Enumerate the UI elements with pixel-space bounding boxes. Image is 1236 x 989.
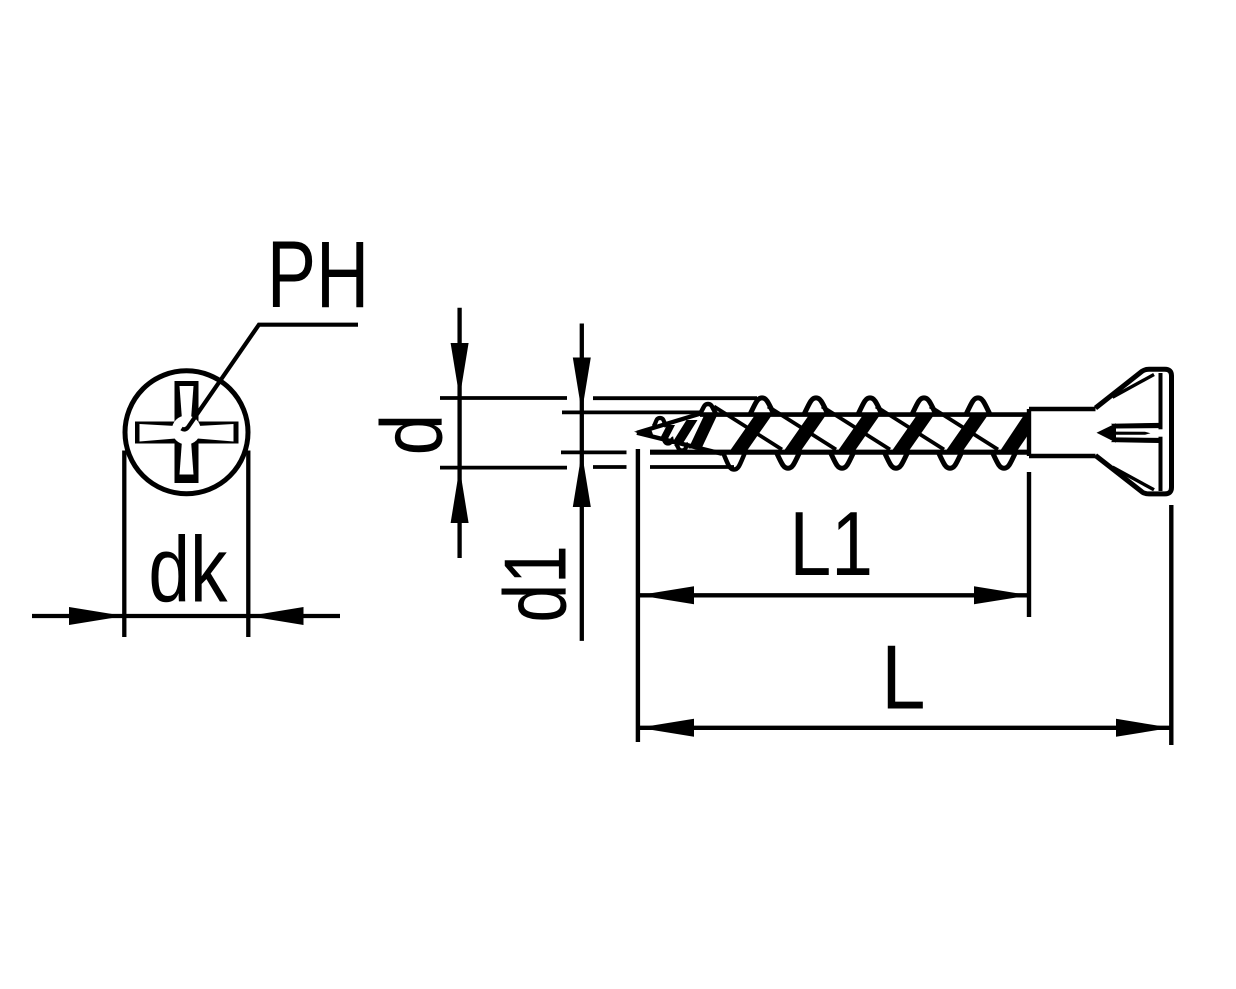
svg-text:L: L [881, 628, 925, 729]
svg-text:L1: L1 [789, 492, 873, 595]
svg-text:PH: PH [267, 221, 369, 327]
svg-text:dk: dk [148, 518, 228, 622]
svg-text:d: d [364, 414, 461, 456]
svg-text:d1: d1 [485, 545, 584, 622]
